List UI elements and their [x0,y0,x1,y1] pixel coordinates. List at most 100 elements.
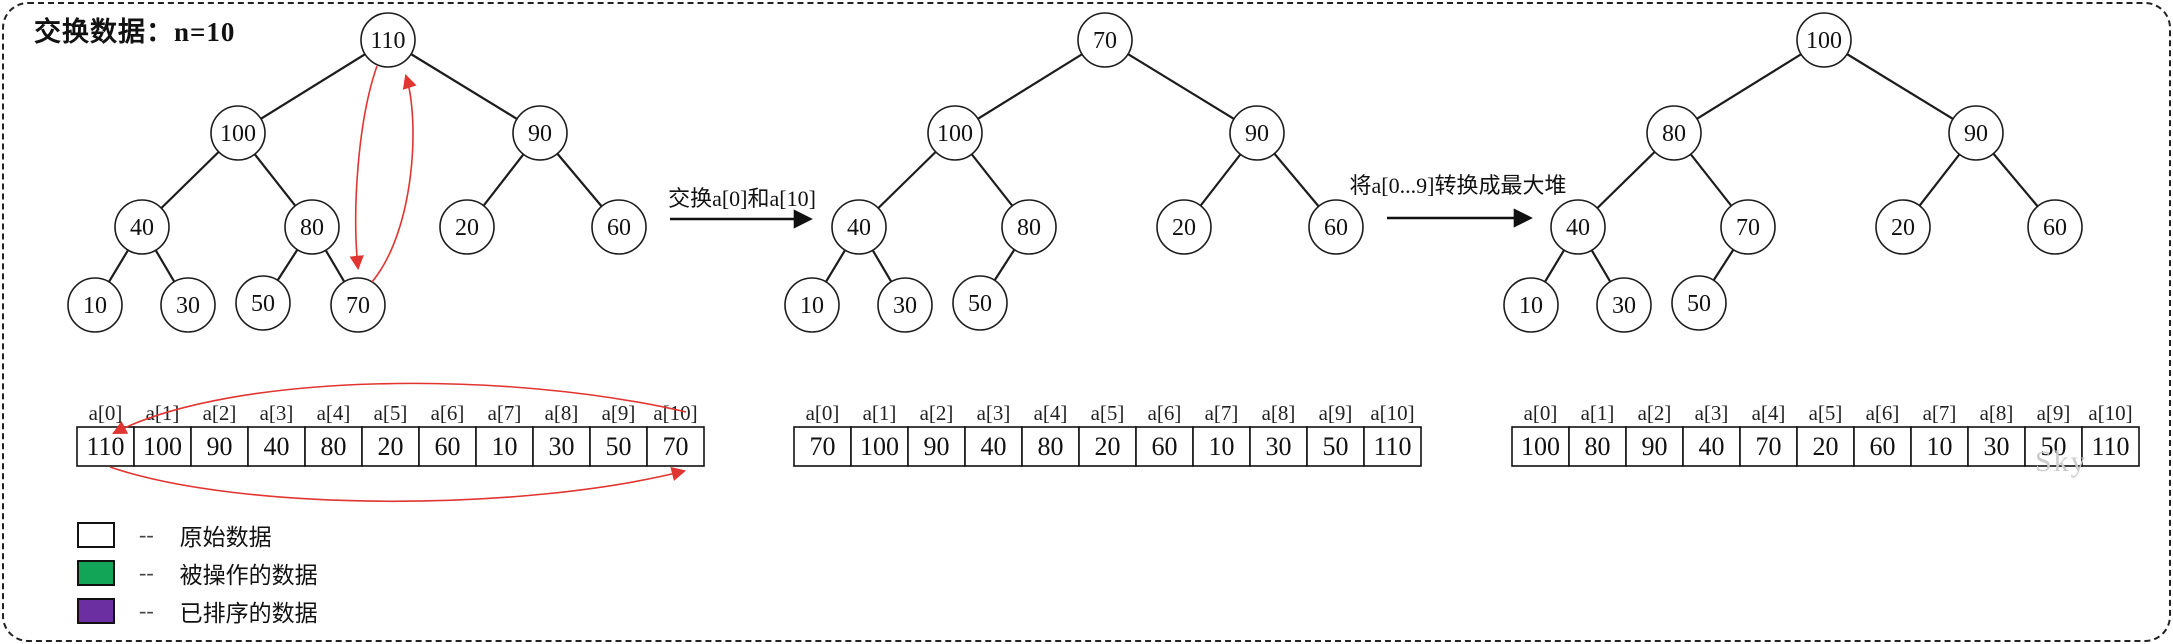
array-index-label: a[0] [1524,401,1558,425]
tree-heap-after-swap-node-root [1077,12,1133,68]
legend-dash: -- [139,522,154,547]
tree-max-heap-rebuilt-node-R [1948,105,2004,161]
node-value: 50 [251,291,275,317]
node-value: 100 [220,121,256,147]
tree-heap-after-swap-node-RL [1156,199,1212,255]
tree-heap-after-swap-node-LL [831,199,887,255]
tree-heap-before-swap-node-LR [284,199,340,255]
node-value: 110 [370,28,405,54]
node-value: 30 [1612,293,1636,319]
legend-item-sorted: -- 已排序的数据 [77,598,318,626]
array-before-swap-cell-7 [475,426,534,467]
array-cell-value: 30 [1984,432,2010,461]
array-cell-value: 80 [321,432,347,461]
array-after-swap: a[0]70a[1]100a[2]90a[3]40a[4]80a[5]20a[6… [793,401,1422,467]
array-before-swap: a[0]110a[1]100a[2]90a[3]40a[4]80a[5]20a[… [76,382,705,503]
array-index-label: a[5] [1091,401,1125,425]
array-index-label: a[5] [1809,401,1843,425]
node-value: 70 [346,293,370,319]
node-value: 100 [1806,28,1842,54]
array-after-swap-cell-0 [793,426,852,467]
legend-swatch-operated-data [77,560,115,586]
array-before-swap-cell-1 [133,426,192,467]
diagram-title: 交换数据：n=10 [34,17,236,47]
tree-heap-before-swap-node-LLR [160,277,216,333]
swap-arrow-root-to-leaf [349,65,378,271]
node-value: 50 [1687,291,1711,317]
node-value: 70 [1736,215,1760,241]
array-cell-value: 100 [1521,432,1560,461]
array-index-label: a[8] [545,401,579,425]
array-cell-value: 70 [810,432,836,461]
tree-heap-after-swap-node-LR [1001,199,1057,255]
legend-swatch-original-data [77,522,115,548]
array-index-label: a[4] [317,401,351,425]
array-cell-value: 90 [924,432,950,461]
array-max-heap: a[0]100a[1]80a[2]90a[3]40a[4]70a[5]20a[6… [1511,401,2140,467]
array-cell-value: 70 [663,432,689,461]
array-after-swap-cell-10 [1363,426,1422,467]
array-cell-value: 10 [492,432,518,461]
array-before-swap-cell-5 [361,426,420,467]
tree-heap-before-swap-node-LRL [235,275,291,331]
node-value: 80 [300,215,324,241]
legend-item-original: -- 原始数据 [77,522,318,550]
array-cell-value: 20 [1813,432,1839,461]
array-index-label: a[2] [1638,401,1672,425]
node-value: 30 [893,293,917,319]
array-after-swap-cell-9 [1306,426,1365,467]
tree-edge [1673,39,1825,134]
array-index-label: a[10] [1370,401,1414,425]
node-value: 60 [607,215,631,241]
array-max-heap-cell-4 [1739,426,1798,467]
node-value: 10 [800,293,824,319]
legend-label-sorted-data: 已排序的数据 [179,601,318,626]
array-cell-value: 60 [435,432,461,461]
node-value: 20 [1891,215,1915,241]
tree-edge [237,39,389,134]
tree-max-heap-rebuilt-node-L [1646,105,1702,161]
array-index-label: a[4] [1034,401,1068,425]
node-value: 10 [1519,293,1543,319]
array-index-label: a[6] [1866,401,1900,425]
legend-dash: -- [139,560,154,585]
array-index-label: a[1] [1581,401,1615,425]
array-cell-value: 30 [549,432,575,461]
array-cell-value: 90 [207,432,233,461]
array-max-heap-cell-3 [1682,426,1741,467]
tree-heap-after-swap-node-R [1229,105,1285,161]
tree-heap-before-swap-node-R [512,105,568,161]
array-index-label: a[3] [977,401,1011,425]
array-after-swap-cell-4 [1021,426,1080,467]
tree-max-heap-rebuilt-node-LR [1720,199,1776,255]
tree-heap-after-swap-node-RR [1308,199,1364,255]
array-index-label: a[0] [806,401,840,425]
tree-max-heap-rebuilt-node-LLR [1596,277,1652,333]
array-before-swap-cell-10 [646,426,705,467]
array-index-label: a[3] [260,401,294,425]
legend-item-operated: -- 被操作的数据 [77,560,318,588]
tree-heap-before-swap-node-L [210,105,266,161]
step-arrow-label-2: 将a[0...9]转换成最大堆 [1350,173,1567,198]
array-cell-value: 60 [1870,432,1896,461]
array-cell-value: 30 [1266,432,1292,461]
legend-swatch-sorted-data [77,598,115,624]
tree-edge [1823,39,1977,134]
array-index-label: a[10] [653,401,697,425]
legend-dash: -- [139,598,154,623]
node-value: 20 [1172,215,1196,241]
array-index-label: a[7] [1923,401,1957,425]
array-index-label: a[9] [602,401,636,425]
array-cell-value: 50 [606,432,632,461]
array-cell-value: 10 [1927,432,1953,461]
tree-heap-before-swap-node-root [360,12,416,68]
tree-heap-after-swap-node-LLL [784,277,840,333]
array-cell-value: 80 [1585,432,1611,461]
array-max-heap-cell-6 [1853,426,1912,467]
array-before-swap-cell-3 [247,426,306,467]
tree-edge [954,39,1106,134]
array-cell-value: 10 [1209,432,1235,461]
